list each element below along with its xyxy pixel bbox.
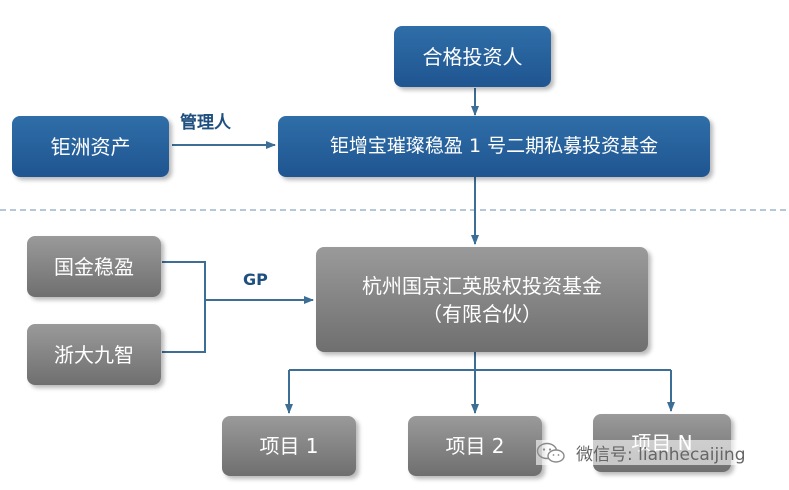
partnership-type: （有限合伙） bbox=[422, 301, 542, 326]
gp2-label: 浙大九智 bbox=[54, 342, 134, 367]
manager-box: 钜洲资产 bbox=[12, 116, 169, 177]
manager-edge-label: 管理人 bbox=[180, 113, 231, 133]
project2-box: 项目 2 bbox=[408, 416, 542, 476]
gp-edge-label: GP bbox=[243, 270, 268, 289]
watermark: 微信号: lianhecaijing bbox=[536, 440, 746, 465]
watermark-text: 微信号: lianhecaijing bbox=[576, 445, 746, 465]
project2-label: 项目 2 bbox=[445, 434, 505, 458]
project1-box: 项目 1 bbox=[222, 416, 356, 476]
fund-box: 钜增宝璀璨稳盈 1 号二期私募投资基金 bbox=[278, 116, 710, 177]
gp1-label: 国金稳盈 bbox=[54, 254, 134, 279]
investor-box: 合格投资人 bbox=[394, 26, 551, 87]
partnership-box: 杭州国京汇英股权投资基金 （有限合伙） bbox=[316, 247, 648, 352]
bracket-gp-sources bbox=[162, 261, 206, 353]
project1-label: 项目 1 bbox=[259, 434, 319, 458]
partnership-name: 杭州国京汇英股权投资基金 bbox=[362, 273, 602, 298]
fund-label: 钜增宝璀璨稳盈 1 号二期私募投资基金 bbox=[329, 135, 659, 158]
gp1-box: 国金稳盈 bbox=[27, 236, 161, 297]
gp2-box: 浙大九智 bbox=[27, 324, 161, 385]
wechat-icon bbox=[536, 442, 565, 463]
investor-label: 合格投资人 bbox=[422, 44, 523, 69]
manager-label: 钜洲资产 bbox=[50, 134, 131, 159]
